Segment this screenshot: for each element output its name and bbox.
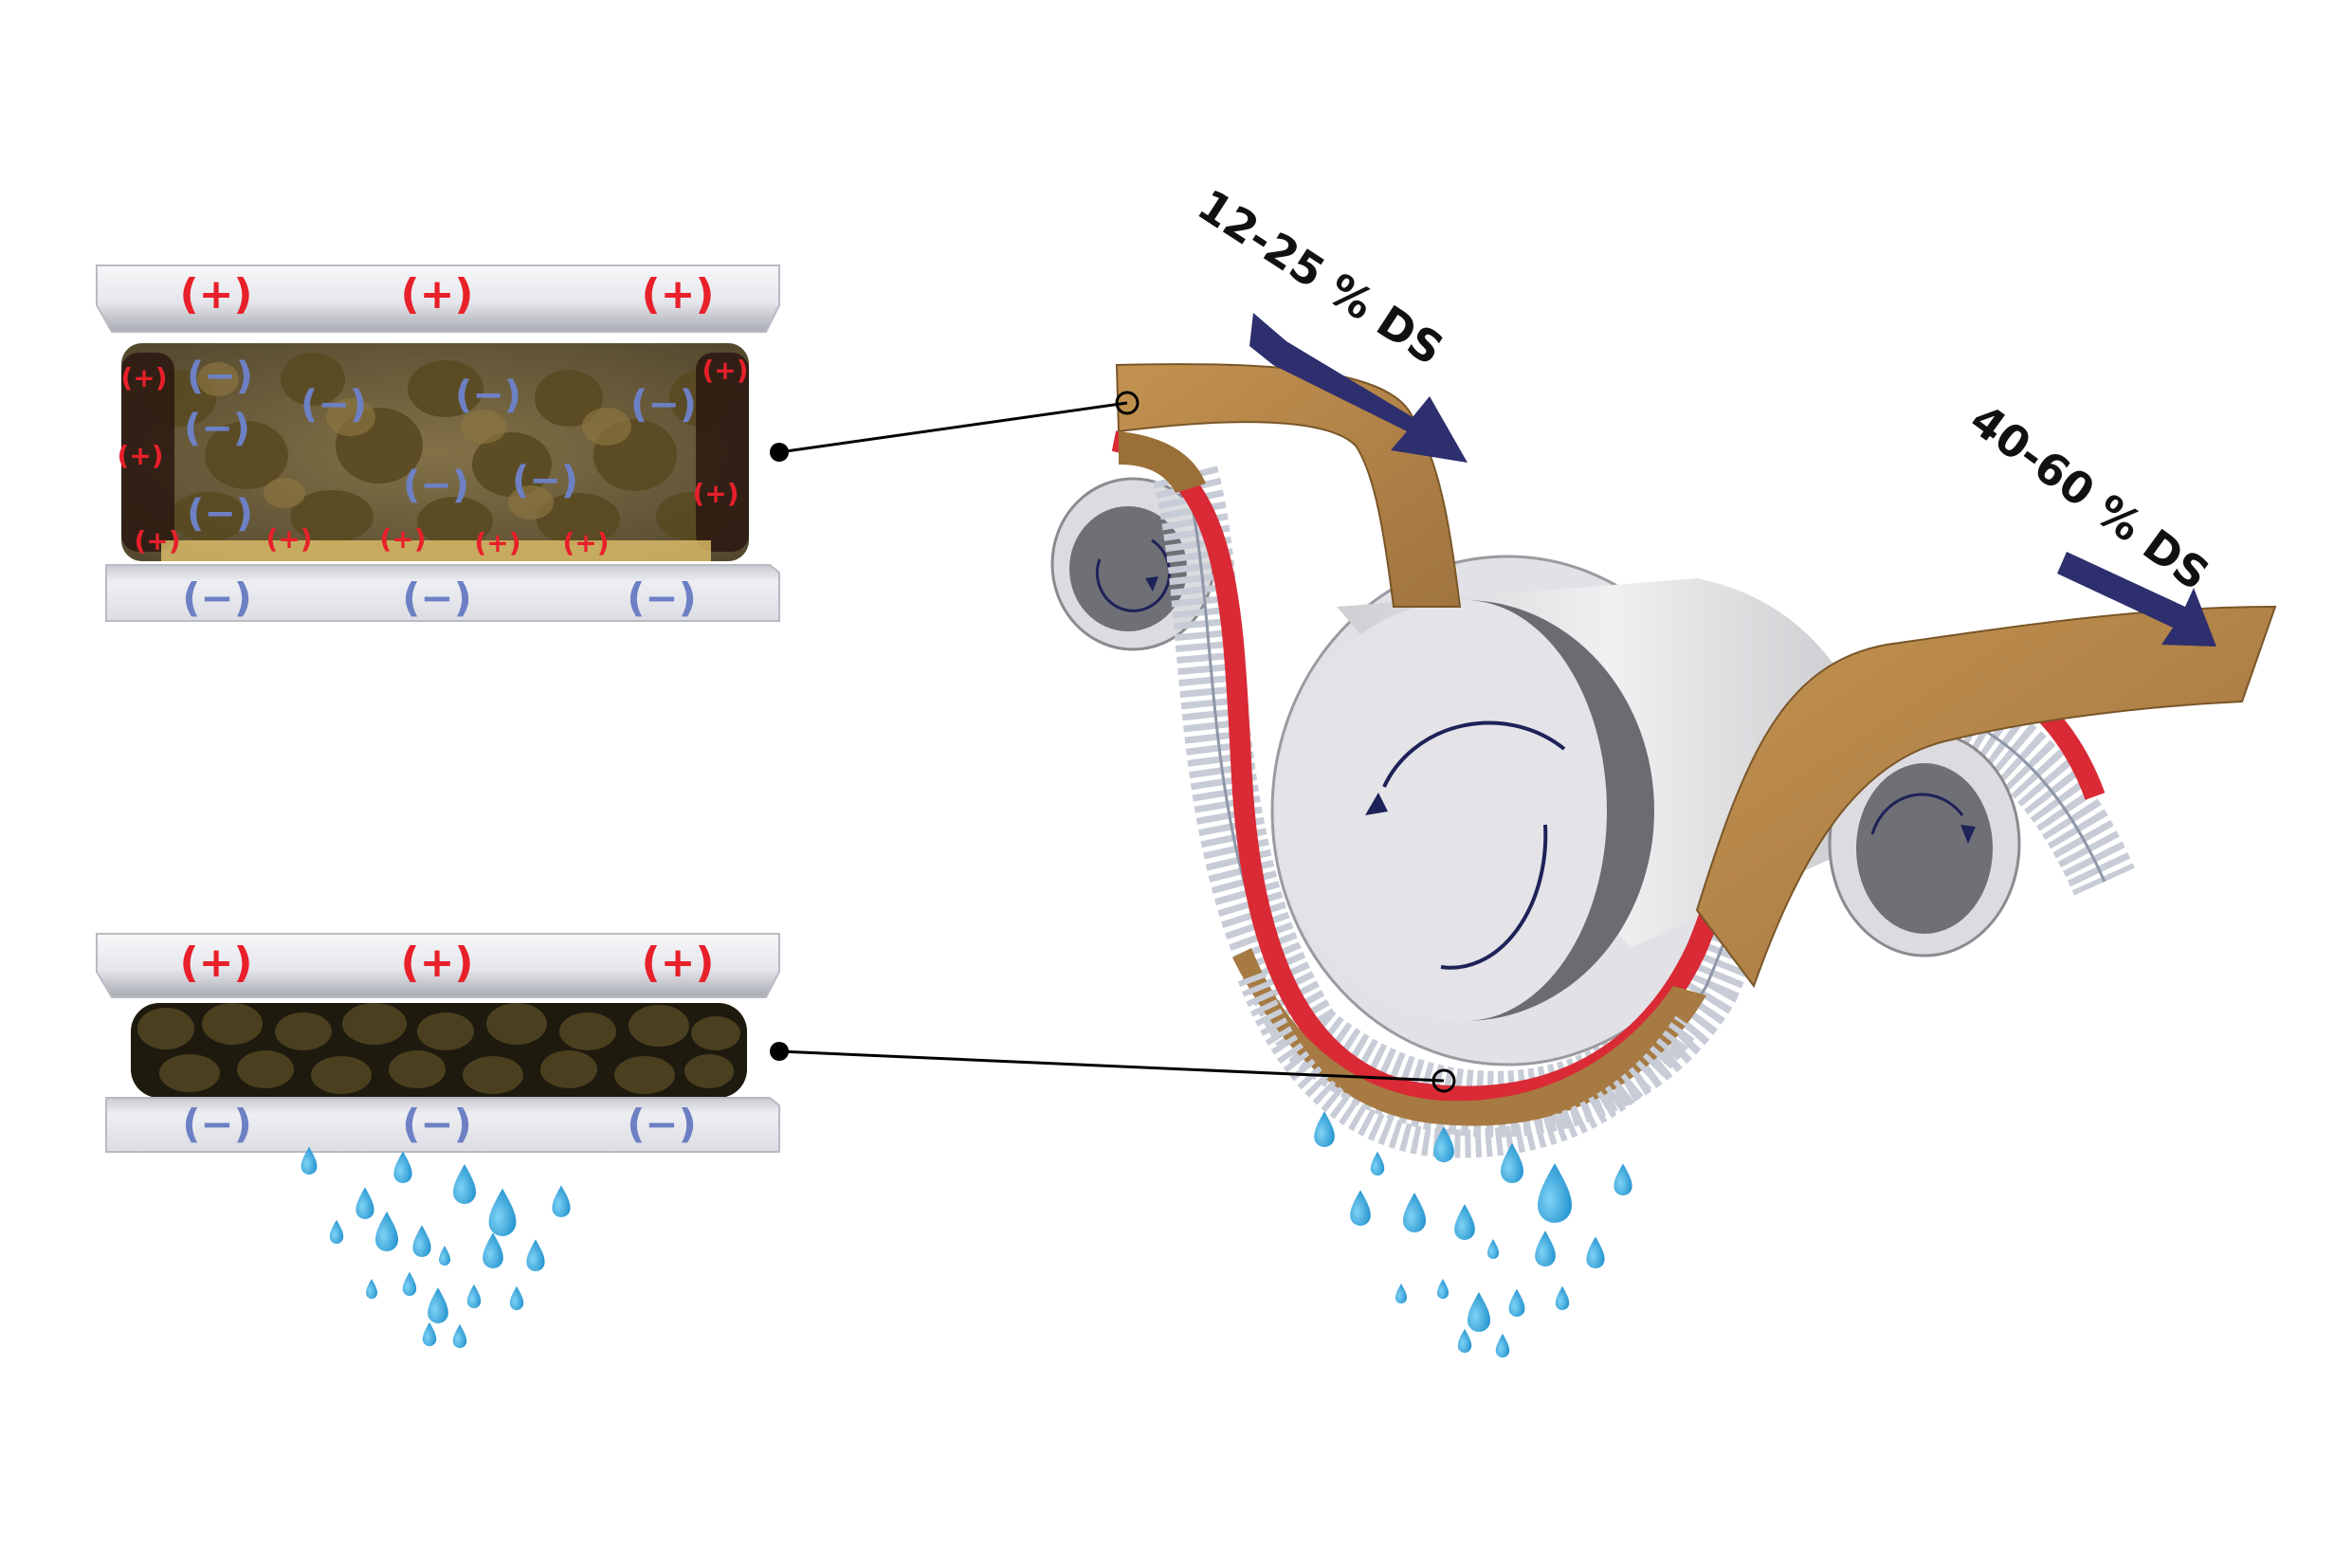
water-drop-icon — [452, 1323, 467, 1348]
plus-sign: (+) — [265, 523, 312, 555]
plus-sign: (+) — [474, 527, 520, 558]
water-drop-icon — [1508, 1288, 1525, 1317]
callout-ring-icon — [1115, 391, 1140, 415]
callout-dot-icon — [770, 1042, 789, 1061]
bottom-press-anode-plate — [96, 933, 780, 998]
water-drop-icon — [1454, 1204, 1475, 1240]
minus-sign: (−) — [630, 383, 697, 427]
minus-sign: (−) — [403, 464, 469, 507]
water-drop-icon — [329, 1219, 344, 1244]
water-drop-icon — [1370, 1151, 1385, 1176]
plus-sign: (+) — [641, 939, 714, 987]
water-drop-icon — [526, 1239, 545, 1271]
water-drop-icon — [509, 1285, 524, 1310]
minus-sign: (−) — [182, 574, 252, 621]
main-drum — [1270, 555, 1887, 1067]
water-drop-icon — [439, 1246, 450, 1266]
plus-sign: (+) — [379, 523, 426, 555]
water-drop-icon — [1495, 1333, 1510, 1358]
minus-sign: (−) — [402, 1101, 472, 1147]
plus-sign: (+) — [120, 362, 167, 393]
water-drop-icon — [1350, 1190, 1371, 1226]
outlet-arrow-icon — [2057, 552, 2216, 647]
plus-sign: (+) — [179, 939, 252, 987]
minus-sign: (−) — [187, 355, 253, 398]
water-drop-icon — [356, 1187, 374, 1219]
plus-sign: (+) — [702, 355, 748, 386]
water-drop-icon — [453, 1164, 476, 1204]
water-drop-icon — [1395, 1284, 1407, 1304]
callout-line-top — [778, 401, 1128, 454]
water-drop-icon — [1535, 1231, 1556, 1267]
belt-press: 12-25 % DS 40-60 % DS — [1050, 179, 2277, 1158]
water-drop-icon — [552, 1185, 571, 1217]
right-small-roller — [1828, 730, 2021, 957]
minus-sign: (−) — [455, 374, 521, 417]
plus-sign: (+) — [134, 525, 180, 556]
plus-sign: (+) — [400, 939, 473, 987]
water-drop-icon — [402, 1271, 417, 1296]
top-press-anode-plate — [96, 264, 780, 333]
bottom-press-cathode-plate — [105, 1097, 780, 1153]
water-drop-icon — [1555, 1285, 1570, 1310]
press-water-drops — [301, 1146, 571, 1348]
water-drop-icon — [1614, 1163, 1632, 1195]
belt-water-drops — [1314, 1111, 1632, 1358]
water-drop-icon — [366, 1279, 377, 1299]
water-drop-icon — [412, 1225, 431, 1257]
callout-ring-icon — [1431, 1068, 1456, 1093]
plus-sign: (+) — [641, 270, 714, 319]
water-drop-icon — [1403, 1193, 1426, 1232]
water-drop-icon — [393, 1151, 412, 1183]
sludge-cake-wrap — [1232, 605, 2277, 1126]
minus-sign: (−) — [402, 574, 472, 621]
water-drop-icon — [1437, 1279, 1449, 1299]
sludge-charges: (−) (−) (−) (−) (−) (−) (−) (−) (+) (+) … — [117, 355, 748, 558]
minus-sign: (−) — [627, 574, 697, 621]
callout-dot-icon — [770, 443, 789, 462]
minus-sign: (−) — [184, 407, 250, 450]
minus-sign: (−) — [512, 459, 578, 502]
top-press-cathode-plate — [105, 564, 780, 622]
inlet-arrow-icon — [1249, 313, 1468, 463]
plus-sign: (+) — [179, 270, 252, 319]
top-press-sludge — [121, 343, 749, 561]
filter-belt-bottom-ribs — [1237, 971, 1700, 1158]
water-drop-icon — [488, 1188, 517, 1236]
water-drop-icon — [1501, 1143, 1523, 1183]
minus-sign: (−) — [301, 383, 367, 427]
water-drop-icon — [1538, 1163, 1572, 1223]
water-drop-icon — [1457, 1328, 1472, 1353]
water-drop-icon — [1314, 1111, 1335, 1147]
water-drop-icon — [301, 1146, 318, 1175]
plus-sign: (+) — [692, 478, 738, 509]
water-drop-icon — [483, 1232, 503, 1268]
water-drop-icon — [375, 1212, 398, 1251]
minus-sign: (−) — [627, 1101, 697, 1147]
plus-sign: (+) — [562, 527, 609, 558]
water-drop-icon — [1586, 1236, 1605, 1268]
bottom-press-compressed-sludge — [131, 1003, 747, 1098]
callout-line-bottom — [778, 1049, 1445, 1083]
plus-sign: (+) — [400, 270, 473, 319]
water-drop-icon — [1468, 1292, 1490, 1332]
water-drop-icon — [428, 1287, 448, 1323]
water-drop-icon — [1433, 1126, 1454, 1162]
sludge-cake-belt — [1115, 363, 1462, 608]
water-drop-icon — [422, 1322, 437, 1346]
bottom-press-cell: (+) (+) (+) (−) (−) (−) — [96, 933, 780, 1153]
plus-sign: (+) — [117, 440, 163, 471]
minus-sign: (−) — [182, 1101, 252, 1147]
top-press-cell: (+) (+) (+) (−) (−) (−) (−) (−) (−) (−) … — [96, 264, 780, 622]
callout-lines — [770, 391, 1456, 1093]
inlet-ds-label: 12-25 % DS — [1189, 179, 1452, 375]
minus-sign: (−) — [187, 492, 253, 536]
water-drop-icon — [1487, 1239, 1499, 1259]
water-drop-icon — [466, 1284, 482, 1308]
